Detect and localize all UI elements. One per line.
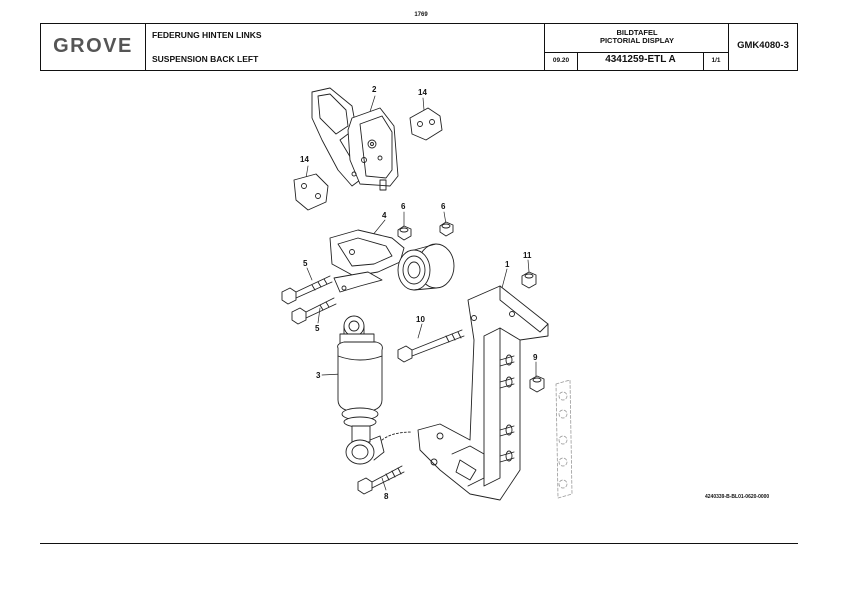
bildtafel-label: BILDTAFEL [616, 28, 658, 37]
bolt-part-10 [397, 329, 465, 363]
pictorial-display-label: PICTORIAL DISPLAY [599, 36, 675, 45]
callout-label: 14 [300, 155, 309, 164]
callout-label: 1 [505, 260, 510, 269]
nut-part-11 [521, 271, 537, 289]
callout-labels: 2 14 14 4 6 6 11 5 1 5 10 9 3 8 [300, 85, 538, 501]
divider [703, 52, 704, 70]
plate-part-14-lower [293, 173, 329, 211]
callout-label: 6 [441, 202, 446, 211]
nut-part-6-b [439, 221, 454, 237]
divider [145, 24, 146, 70]
grove-logo: GROVE [41, 24, 145, 69]
drawing-reference: 4240339-B-BL01-0620-0000 [705, 494, 770, 500]
shock-absorber-part-3 [337, 315, 413, 465]
main-bracket-part-1 [417, 285, 549, 501]
bolt-part-8 [357, 465, 405, 495]
frame-rail-phantom [555, 379, 573, 499]
callout-label: 14 [418, 88, 427, 97]
bracket-part-4 [329, 229, 405, 293]
pictorial-heading: BILDTAFEL PICTORIAL DISPLAY [546, 29, 728, 45]
rubber-bearing [397, 243, 455, 291]
callout-label: 5 [303, 259, 308, 268]
nut-part-6-a [397, 225, 412, 241]
bottom-rule [40, 543, 798, 544]
plate-part-14-upper [409, 107, 443, 141]
part-number: 4341259-ETL A [605, 54, 676, 65]
callout-label: 8 [384, 492, 389, 501]
logo-text: GROVE [53, 35, 133, 57]
callout-label: 11 [523, 251, 532, 260]
callout-label: 3 [316, 371, 321, 380]
callout-label: 6 [401, 202, 406, 211]
title-german: FEDERUNG HINTEN LINKS [152, 30, 262, 40]
nut-part-9 [529, 375, 545, 393]
title-block: GROVE FEDERUNG HINTEN LINKS SUSPENSION B… [40, 23, 798, 71]
divider [728, 24, 729, 70]
callout-label: 10 [416, 315, 425, 324]
page-number: 1769 [414, 12, 428, 18]
callout-label: 4 [382, 211, 387, 220]
bolt-part-5-lower [291, 297, 337, 325]
issue-date: 09.20 [552, 57, 570, 64]
callout-label: 9 [533, 353, 538, 362]
callout-label: 2 [372, 85, 377, 94]
divider [544, 24, 545, 70]
sheet-number: 1/1 [711, 57, 721, 64]
title-english: SUSPENSION BACK LEFT [152, 54, 259, 64]
divider [544, 52, 728, 53]
model-code: GMK4080-3 [737, 40, 789, 51]
bolt-part-5-upper [281, 275, 333, 305]
divider [577, 52, 578, 70]
upper-bracket-part-2 [311, 87, 399, 191]
callout-label: 5 [315, 324, 320, 333]
